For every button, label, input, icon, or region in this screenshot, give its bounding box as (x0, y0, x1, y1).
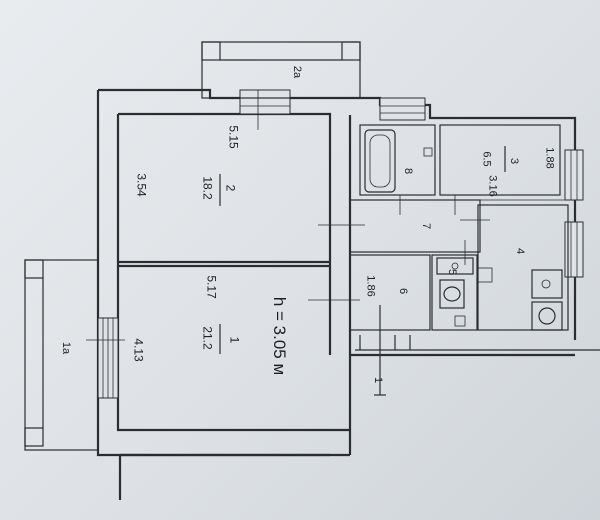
bathtub (364, 129, 433, 193)
section-mark: 1 (372, 376, 385, 384)
balcony-2a (201, 41, 361, 99)
sink (436, 257, 474, 275)
room-1a-number: 1a (60, 341, 73, 355)
ceiling-height: h = 3.05 м (270, 296, 290, 376)
door-marks (86, 90, 490, 341)
room-6-number: 6 (397, 287, 410, 295)
room-3-number: 3 (508, 157, 521, 165)
room-7-number: 7 (420, 222, 433, 230)
toilet (439, 279, 466, 327)
room-8-number: 8 (402, 167, 415, 175)
room-4-number: 4 (514, 247, 527, 255)
room-5-number: 5 (446, 268, 459, 276)
room-2-number: 2 (223, 184, 238, 192)
room-2-dim-a: 5.15 (226, 125, 241, 149)
room-1-dim-a: 5.17 (204, 275, 219, 299)
section-line (374, 305, 386, 396)
service-rooms (349, 124, 570, 331)
room-2a-number: 2a (291, 65, 304, 79)
room-6-dim-a: 1.86 (364, 275, 377, 297)
room-1-area: 21.2 (200, 326, 215, 350)
balcony-1a (24, 259, 99, 451)
room-2-area: 18.2 (200, 176, 215, 200)
window-openings (97, 89, 584, 399)
room-1-number: 1 (227, 336, 242, 344)
exterior-walls (96, 88, 577, 457)
stove (477, 267, 563, 331)
room-3-dim-a: 3.16 (486, 175, 499, 197)
partition-1-2 (118, 260, 330, 268)
room-1-dim-b: 4.13 (131, 338, 146, 362)
room-3-dim-b: 1.88 (543, 147, 556, 169)
room-3-area: 6.5 (480, 151, 493, 167)
room-2-dim-b: 3.54 (134, 173, 149, 197)
lower-walls (118, 335, 600, 500)
